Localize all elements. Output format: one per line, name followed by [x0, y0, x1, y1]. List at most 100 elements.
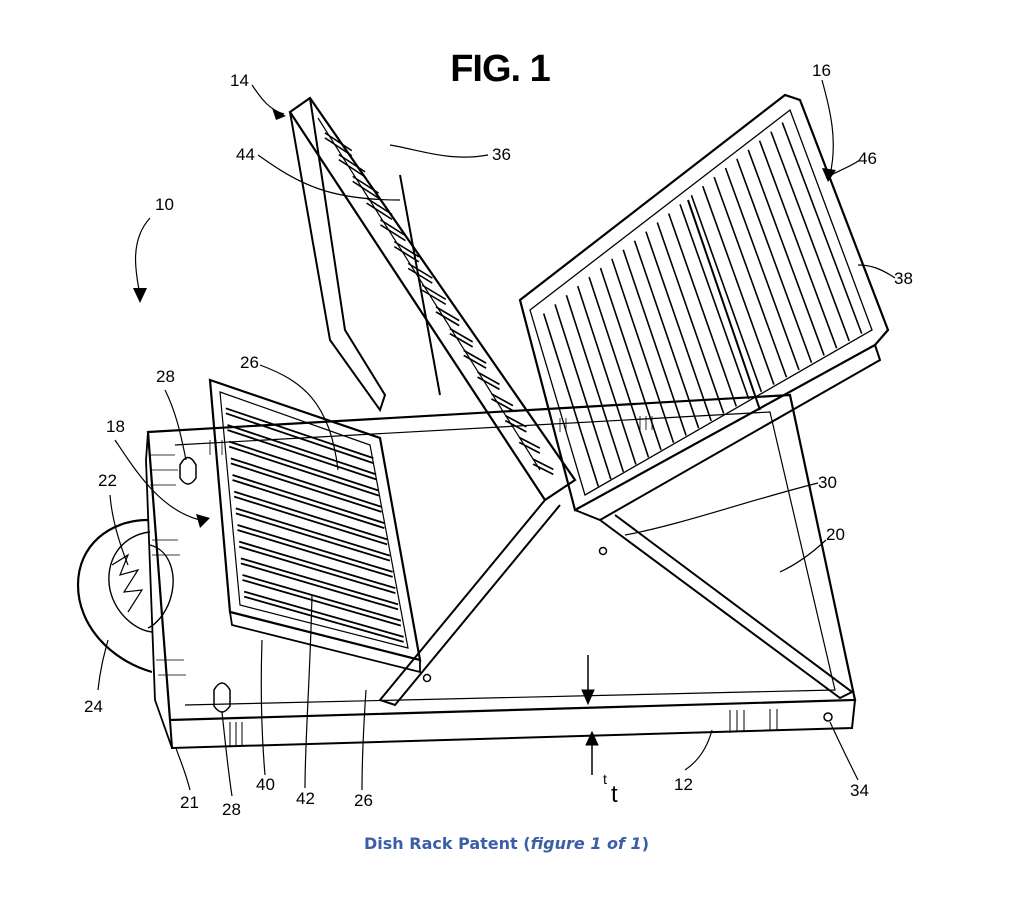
rack-right-slat: [554, 304, 612, 480]
rack-left-slat: [463, 354, 487, 369]
ref-20: 20: [826, 525, 845, 544]
rack-right-slat: [770, 131, 850, 342]
rack-left-slat: [504, 414, 527, 428]
rack-right-slat: [702, 185, 775, 385]
rack-right-slat: [645, 231, 712, 422]
rack-right-slat: [667, 213, 738, 407]
ref-16: 16: [812, 61, 831, 80]
rack-small-slat: [230, 462, 382, 513]
rack-right-wire: [687, 199, 761, 411]
rack-left-slat: [407, 267, 433, 284]
rack-small-slat: [225, 407, 374, 459]
rack-right-slat: [758, 140, 838, 349]
rack-left-slat: [352, 175, 380, 194]
ref-28-top: 28: [156, 367, 175, 386]
caption-prefix: Dish Rack Patent (: [364, 834, 531, 853]
rack-left-slat: [518, 441, 541, 454]
rack-left-slat: [518, 436, 541, 449]
rack-small-slat: [228, 440, 380, 492]
ref-12: 12: [674, 775, 693, 794]
caption-emphasis: figure 1 of 1: [530, 834, 642, 853]
rack-right-slat: [656, 222, 725, 414]
ref-10: 10: [155, 195, 174, 214]
rack-right-slat: [542, 313, 600, 487]
rack-left-slat: [449, 332, 474, 348]
rack-right-slats: [542, 122, 863, 487]
rack-right-slat: [565, 295, 625, 473]
rack-left-slat: [421, 284, 447, 301]
rack-right-slat: [588, 276, 650, 458]
rack-small-slat: [237, 524, 393, 573]
rack-small-slat: [225, 412, 374, 464]
rack-left-slat: [366, 202, 393, 221]
rack-left-slat: [477, 376, 500, 391]
rack-left-slat: [324, 132, 353, 152]
thickness-arrows: [581, 655, 599, 775]
rack-left-slat: [380, 219, 406, 237]
rack-left-slat: [324, 137, 353, 157]
rack-small-slat: [238, 545, 396, 594]
rack-small-slat: [242, 579, 402, 627]
rack-small-slat: [233, 490, 388, 541]
figure-title: FIG. 1: [450, 48, 551, 90]
leader-lines: [97, 79, 896, 797]
rack-left-slat: [491, 393, 514, 407]
rack-left-slat: [352, 180, 380, 199]
ref-21: 21: [180, 793, 199, 812]
rack-right-slat: [622, 249, 687, 436]
rack-left-slat: [421, 289, 447, 306]
rack-left-slat: [504, 419, 527, 433]
ref-24: 24: [84, 697, 103, 716]
figure-caption: Dish Rack Patent (figure 1 of 1): [0, 834, 1013, 853]
rack-small-slat: [227, 424, 377, 476]
rack-small-slat: [235, 512, 391, 562]
rack-right-slat: [679, 204, 750, 400]
rack-small-slat: [237, 529, 393, 578]
ref-t-large: t: [611, 781, 618, 808]
rack-small-slat: [233, 495, 388, 546]
ref-34: 34: [850, 781, 869, 800]
rack-right-slat: [736, 158, 813, 364]
rack-right-slat: [633, 240, 700, 429]
rack-small-slat: [235, 507, 391, 557]
rack-small-slat: [232, 474, 385, 524]
ref-40: 40: [256, 775, 275, 794]
rack-left-slat: [407, 262, 433, 279]
rack-small-slat: [243, 595, 404, 643]
ref-42: 42: [296, 789, 315, 808]
ref-30: 30: [818, 473, 837, 492]
rack-left-wire: [399, 174, 441, 396]
ref-28-bottom: 28: [222, 800, 241, 819]
ref-26-top: 26: [240, 353, 259, 372]
rack-small-slat: [242, 574, 402, 622]
ref-46: 46: [858, 149, 877, 168]
rack-left-slat: [449, 327, 474, 343]
base-tray: [145, 393, 857, 750]
rack-small-frame: [208, 378, 422, 674]
ref-44: 44: [236, 145, 255, 164]
rack-left-slat: [338, 153, 366, 173]
rack-small-slat: [228, 445, 380, 497]
tray-handle: [76, 518, 174, 674]
rack-right-slat: [713, 176, 788, 378]
rack-small-slat: [243, 590, 404, 638]
rack-right-slat: [690, 195, 763, 393]
rack-left-slat: [532, 463, 554, 476]
rack-small-slat: [238, 540, 396, 589]
caption-suffix: ): [641, 834, 649, 853]
rack-small-slat: [227, 429, 377, 481]
rack-right-slat: [781, 122, 863, 334]
rack-right-slat: [724, 167, 800, 371]
rack-left-slat: [338, 158, 366, 178]
rack-small-slats: [225, 407, 404, 643]
rack-left-slat: [435, 306, 460, 322]
ref-22: 22: [98, 471, 117, 490]
reference-numerals: 14 16 10 44 36 46 38 26 28 18 22 30 20 2…: [84, 61, 913, 819]
ref-36: 36: [492, 145, 511, 164]
rack-left-slat: [366, 197, 393, 216]
rack-right-slat: [599, 267, 662, 451]
ref-t-small: t: [603, 771, 607, 787]
ref-18: 18: [106, 417, 125, 436]
rack-left-slat: [491, 398, 514, 412]
